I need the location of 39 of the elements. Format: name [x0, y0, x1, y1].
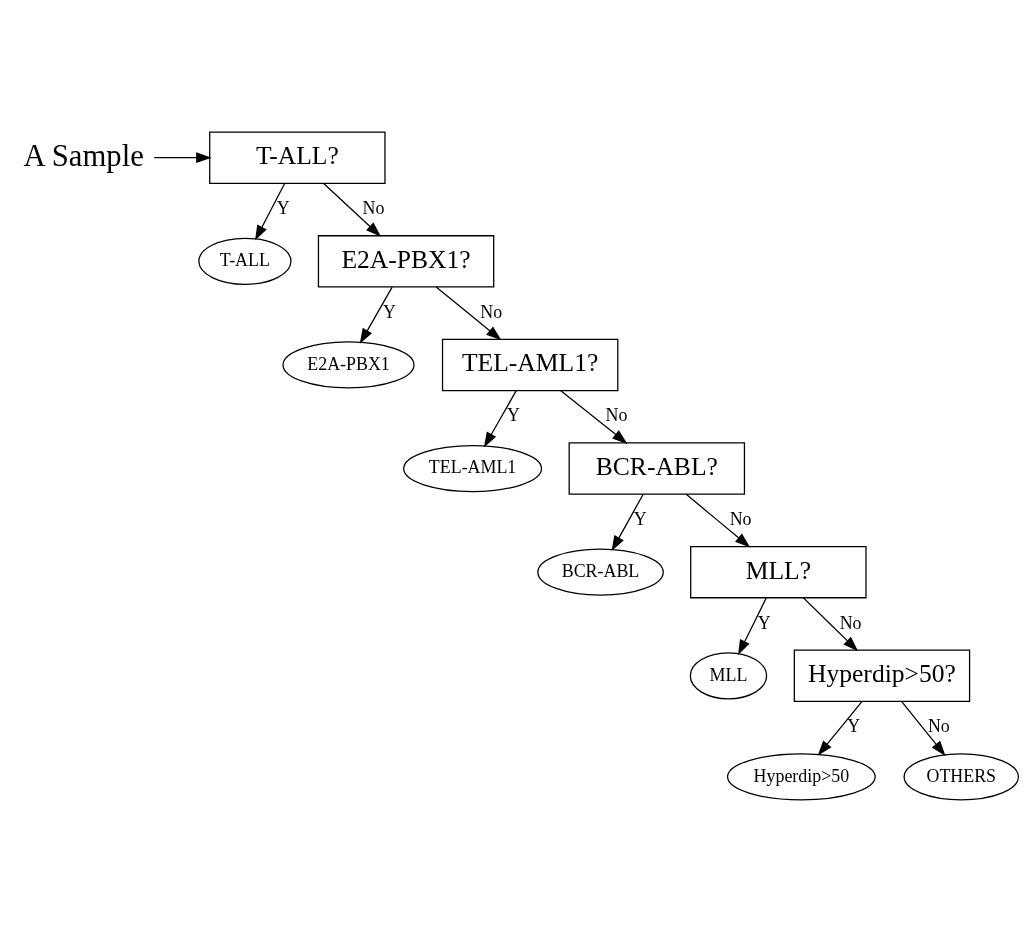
node-ellipse: OTHERS — [903, 752, 1020, 800]
arrow — [435, 285, 502, 340]
arrow — [685, 493, 751, 548]
edge-label: No — [729, 508, 752, 529]
node-ellipse: BCR-ABL — [537, 548, 664, 596]
edge-label: Y — [382, 301, 396, 322]
edge-label: No — [927, 715, 950, 736]
edge-label: Y — [276, 197, 290, 218]
node-box: E2A-PBX1? — [317, 234, 495, 288]
arrow — [323, 182, 382, 237]
edge-label: Y — [757, 612, 771, 633]
node-box: Hyperdip>50? — [793, 649, 971, 702]
edge-label: Y — [507, 404, 520, 425]
edge-label: No — [605, 404, 628, 425]
node-ellipse: E2A-PBX1 — [282, 340, 415, 389]
arrow — [817, 700, 863, 756]
edge-label: No — [362, 197, 385, 218]
node-box: MLL? — [690, 545, 867, 598]
node-box: BCR-ABL? — [568, 441, 746, 495]
node-ellipse: MLL — [689, 651, 768, 699]
arrow — [738, 596, 767, 655]
edge-label: No — [480, 301, 503, 322]
edge-label: No — [839, 612, 862, 633]
node-box: T-ALL? — [209, 131, 386, 184]
node-ellipse: T-ALL — [198, 237, 292, 285]
arrow — [560, 389, 628, 444]
edge-label: Y — [633, 508, 647, 529]
arrow — [483, 389, 517, 447]
arrow — [900, 700, 946, 756]
node-ellipse: Hyperdip>50 — [726, 752, 876, 800]
node-text: A Sample — [23, 138, 144, 173]
arrow — [153, 151, 212, 163]
arrow — [254, 182, 286, 241]
node-box: TEL-AML1? — [441, 338, 619, 391]
arrow — [611, 493, 644, 551]
arrow — [802, 596, 859, 651]
edge-label: Y — [847, 715, 861, 736]
node-ellipse: TEL-AML1 — [403, 444, 543, 492]
arrow — [359, 285, 393, 344]
